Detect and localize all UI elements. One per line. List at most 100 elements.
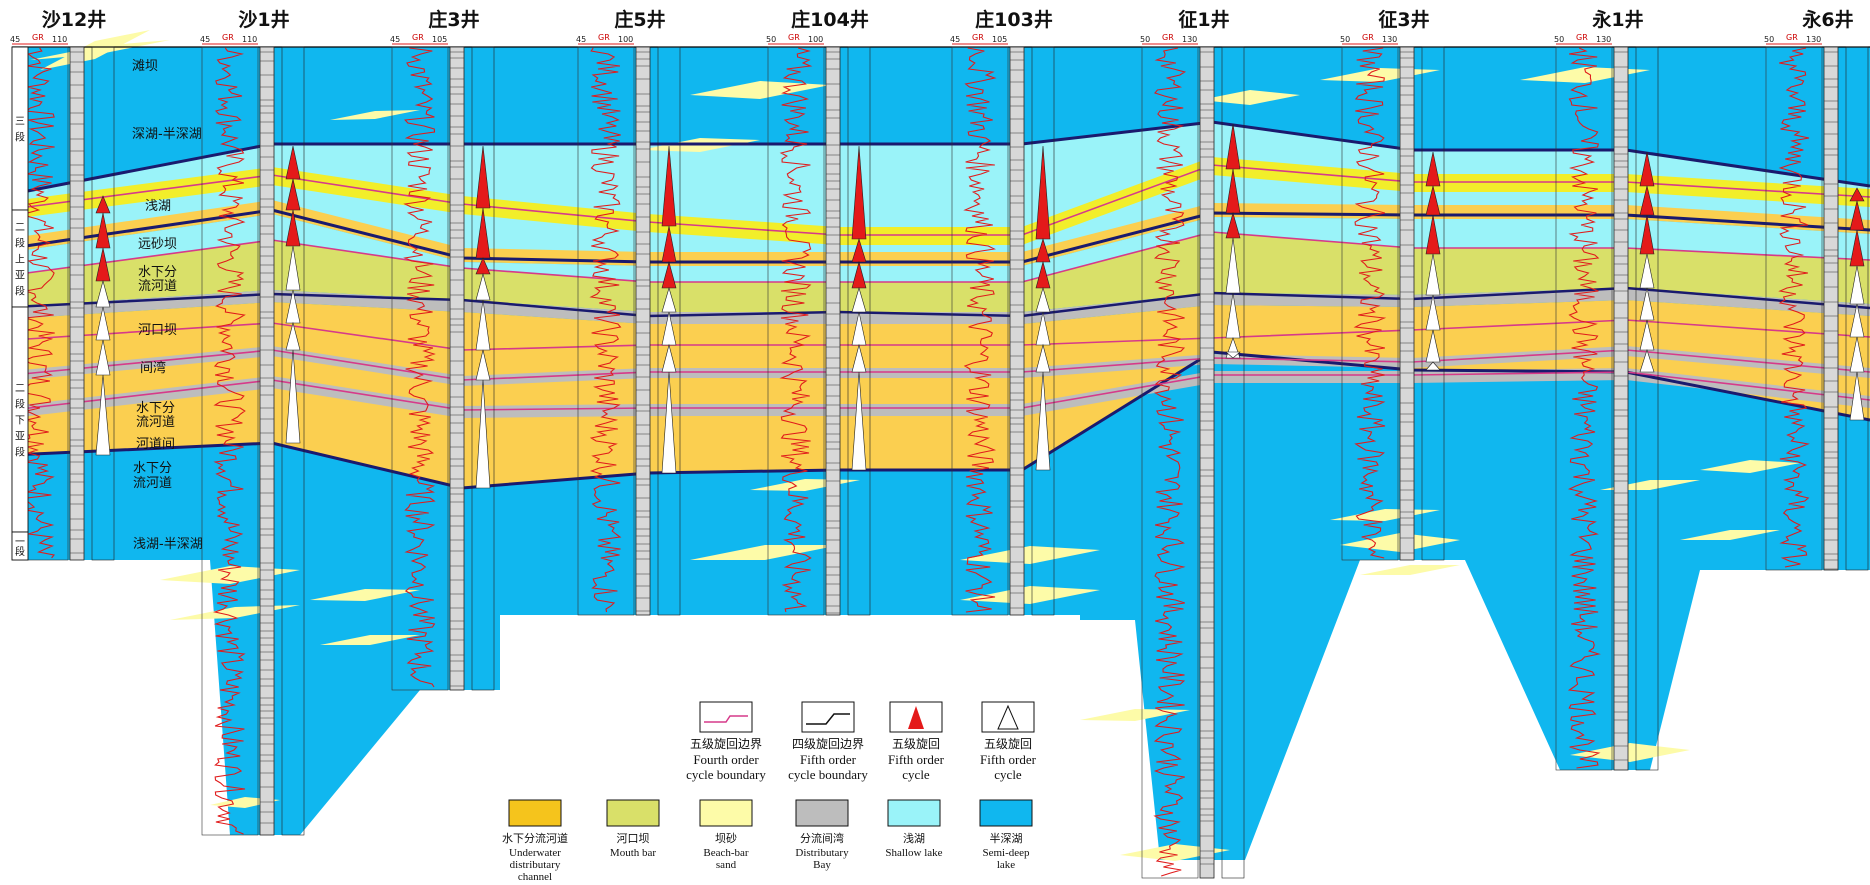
legend-symbol-box <box>801 701 855 733</box>
lithology-column <box>635 46 651 616</box>
facies-label-channel-3b: 流河道 <box>133 476 172 491</box>
fifth-order-cycle-white <box>851 371 867 471</box>
fifth-order-cycle-white <box>95 374 111 456</box>
beach-bar-lens <box>1570 743 1690 762</box>
legend-facies-swatch <box>795 799 849 827</box>
interchannel-band <box>12 346 1870 386</box>
strat-label-char: 段 <box>15 237 25 250</box>
gr-max-label: 105 <box>992 35 1007 44</box>
legend-symbol-box <box>699 701 753 733</box>
gr-max-label: 110 <box>52 35 67 44</box>
cycle-track <box>1221 46 1245 879</box>
fifth-order-boundary <box>11 164 1870 236</box>
gr-max-label: 130 <box>1382 35 1397 44</box>
cycle-track <box>471 46 495 691</box>
fourth-order-boundary <box>11 208 1870 264</box>
gr-label: GR <box>598 33 610 42</box>
facies-label-channel-2b: 流河道 <box>136 415 175 430</box>
lithology-column <box>259 46 275 836</box>
gr-min-label: 45 <box>10 35 20 44</box>
gr-track <box>1141 46 1199 879</box>
legend-facies-en: lake <box>997 859 1015 871</box>
strat-label-char: 三 <box>15 117 25 128</box>
well-name: 庄104井 <box>791 8 869 31</box>
gr-label: GR <box>412 33 424 42</box>
gr-track <box>1341 46 1399 561</box>
gr-max-label: 110 <box>242 35 257 44</box>
legend-facies-cn: 水下分流河道 <box>502 831 568 845</box>
gr-label: GR <box>788 33 800 42</box>
gr-track <box>767 46 825 616</box>
cycle-boundary-layer <box>11 46 1870 490</box>
gr-min-label: 45 <box>950 35 960 44</box>
gr-max-label: 100 <box>808 35 823 44</box>
gr-label: GR <box>1162 33 1174 42</box>
strat-label-char: 二 <box>15 223 25 234</box>
fifth-order-cycle-white <box>1639 349 1655 373</box>
gr-track <box>201 46 259 836</box>
legend-facies-en: Shallow lake <box>885 847 942 859</box>
strat-label-char: 下 <box>15 416 25 427</box>
gr-min-label: 50 <box>1554 35 1564 44</box>
gr-min-label: 50 <box>1340 35 1350 44</box>
gr-min-label: 45 <box>390 35 400 44</box>
fifth-order-boundary <box>11 371 1870 411</box>
strat-unit-s1 <box>11 531 29 561</box>
gr-curve <box>963 47 997 613</box>
gr-track <box>577 46 635 616</box>
lithology-column <box>1199 46 1215 879</box>
fifth-order-cycle-white <box>475 379 491 489</box>
legend-symbol-en: Fifth order <box>800 752 857 767</box>
beach-bar-lens <box>1080 709 1190 721</box>
gr-max-label: 105 <box>432 35 447 44</box>
well-name: 征3井 <box>1378 8 1429 31</box>
facies-label-channel-1a: 水下分 <box>138 265 177 280</box>
lithology-column <box>1823 46 1839 571</box>
legend-symbol-cn: 四级旋回边界 <box>792 737 864 751</box>
beach-bar-lens <box>1200 90 1300 105</box>
facies-label-bay: 间湾 <box>140 360 166 376</box>
gr-curve <box>589 47 622 613</box>
cycle-track <box>1421 46 1445 561</box>
gr-curve <box>23 47 55 559</box>
legend-symbol-en: Fifth order <box>888 752 945 767</box>
cycle-track <box>281 46 305 836</box>
legend-facies-swatch <box>508 799 562 827</box>
lithology-column <box>1009 46 1025 616</box>
gr-curve <box>1353 47 1387 559</box>
legend-symbol-cn: 五级旋回边界 <box>690 737 762 751</box>
strat-label-char: 段 <box>15 545 25 558</box>
legend-black-line-icon <box>806 713 850 725</box>
legend-facies-en: sand <box>716 859 737 871</box>
label-layer: 滩坝深湖-半深湖浅湖远砂坝水下分流河道河口坝间湾水下分流河道河道间水下分流河道浅… <box>132 59 203 552</box>
legend-symbol-en: cycle <box>994 767 1022 782</box>
gr-max-label: 100 <box>618 35 633 44</box>
gr-curve <box>1567 47 1601 769</box>
facies-label-lower-lake: 浅湖-半深湖 <box>133 537 203 552</box>
gr-min-label: 45 <box>200 35 210 44</box>
beach-bar-lens <box>1360 565 1460 575</box>
beach-bar-lens <box>960 586 1100 604</box>
strat-label-char: 一 <box>15 537 25 548</box>
gr-track <box>951 46 1009 616</box>
fifth-order-cycle-white <box>1035 371 1051 471</box>
fifth-order-cycle-white <box>661 371 677 474</box>
beach-bar-lens <box>330 110 420 120</box>
gr-curve <box>779 47 813 613</box>
lithology-column <box>825 46 841 616</box>
gr-min-label: 45 <box>576 35 586 44</box>
legend-symbol-en: cycle boundary <box>686 767 766 782</box>
legend-symbol-cn: 五级旋回 <box>892 737 940 751</box>
facies-label-channel-2a: 水下分 <box>136 401 175 416</box>
well-name: 沙1井 <box>238 9 289 31</box>
legend-symbol-en: Fifth order <box>980 752 1037 767</box>
cycle-track <box>1635 46 1659 771</box>
legend-symbol-en: Fourth order <box>693 752 759 767</box>
legend-facies-cn: 半深湖 <box>990 831 1023 845</box>
